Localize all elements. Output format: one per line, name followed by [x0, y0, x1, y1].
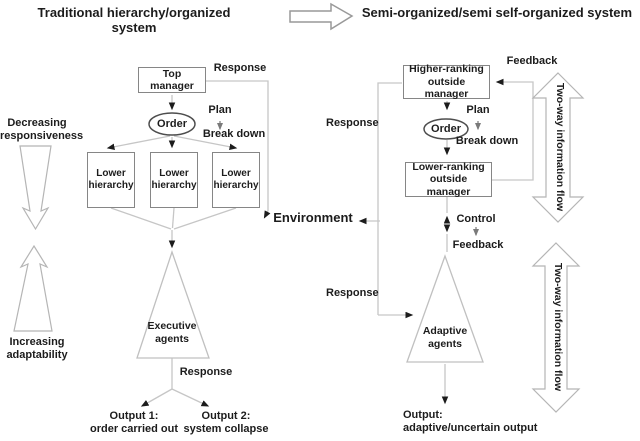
title-semi-organized: Semi-organized/semi self-organized syste… [361, 5, 633, 20]
feedback-loop-arrow [492, 78, 534, 181]
response-label-right-top: Response [326, 117, 379, 129]
order-fan-left-arrow [106, 135, 171, 150]
increasing-adaptability-label: Increasing adaptability [6, 336, 68, 361]
order-fan-right-arrow [173, 135, 238, 150]
semi-wires [358, 78, 534, 405]
traditional-wires [106, 80, 271, 407]
environment-label: Environment [273, 210, 353, 225]
control-label: Control [456, 213, 496, 225]
plan-label-left: Plan [208, 104, 232, 116]
order-label-right: Order [431, 123, 461, 135]
lower-ranking-manager-box: Lower-ranking outside manager [405, 161, 492, 198]
converge-left-line [110, 207, 172, 230]
response-label-left-top: Response [213, 62, 267, 74]
lower-hierarchy-box-3: Lower hierarchy [212, 152, 260, 208]
plan-label-right: Plan [466, 104, 490, 116]
top-manager-box: Top manager [138, 67, 206, 93]
order-label-left: Order [157, 118, 187, 130]
response-label-right-bottom: Response [326, 287, 379, 299]
adaptive-agents-triangle [406, 254, 484, 363]
feedback-label-mid: Feedback [452, 239, 504, 251]
response-label-left-bottom: Response [179, 366, 233, 378]
executive-agents-label: Executive agents [147, 320, 197, 345]
output2-arrow [171, 388, 210, 407]
decreasing-responsiveness-label: Decreasing responsiveness [0, 117, 84, 142]
lower-hierarchy-box-2: Lower hierarchy [150, 152, 198, 208]
order-ellipse-right [423, 118, 469, 140]
to-environment-left-arrow [263, 210, 271, 219]
converge-right-line [173, 207, 237, 230]
output-right-desc: adaptive/uncertain output [403, 421, 538, 434]
order-ellipse-left [148, 112, 196, 136]
small-arrows [217, 121, 481, 237]
vertical-double-arrow-icon [531, 72, 585, 223]
executive-agents-triangle [136, 249, 210, 359]
output1-desc: order carried out [89, 422, 179, 435]
output2-block: Output 2: system collapse [180, 410, 272, 435]
vertical-double-arrow-icon [531, 242, 581, 413]
lower-hierarchy-box-1: Lower hierarchy [87, 152, 135, 208]
converge-mid-line [171, 207, 175, 229]
output2-desc: system collapse [183, 422, 269, 435]
response-loop-right-line [377, 82, 402, 315]
break-down-label-left: Break down [202, 128, 266, 140]
output1-title: Output 1: [109, 410, 159, 422]
output-right-block: Output: adaptive/uncertain output [403, 409, 543, 434]
output-right-title: Output: [403, 409, 443, 421]
higher-ranking-manager-box: Higher-ranking outside manager [403, 63, 490, 100]
feedback-label-top: Feedback [506, 55, 558, 67]
right-block-arrow-icon [289, 2, 354, 31]
two-way-flow-label-bottom: Two-way information flow [552, 262, 564, 392]
down-hollow-arrow-icon [19, 145, 52, 231]
output2-title: Output 2: [201, 410, 251, 422]
adaptive-agents-label: Adaptive agents [422, 325, 468, 350]
up-hollow-arrow-icon [13, 244, 53, 332]
title-traditional: Traditional hierarchy/organized system [37, 5, 231, 35]
break-down-label-right: Break down [455, 135, 519, 147]
two-way-flow-label-top: Two-way information flow [554, 82, 566, 212]
response-loop-left-line [206, 80, 269, 211]
output1-block: Output 1: order carried out [82, 410, 186, 435]
output1-arrow [140, 388, 173, 407]
